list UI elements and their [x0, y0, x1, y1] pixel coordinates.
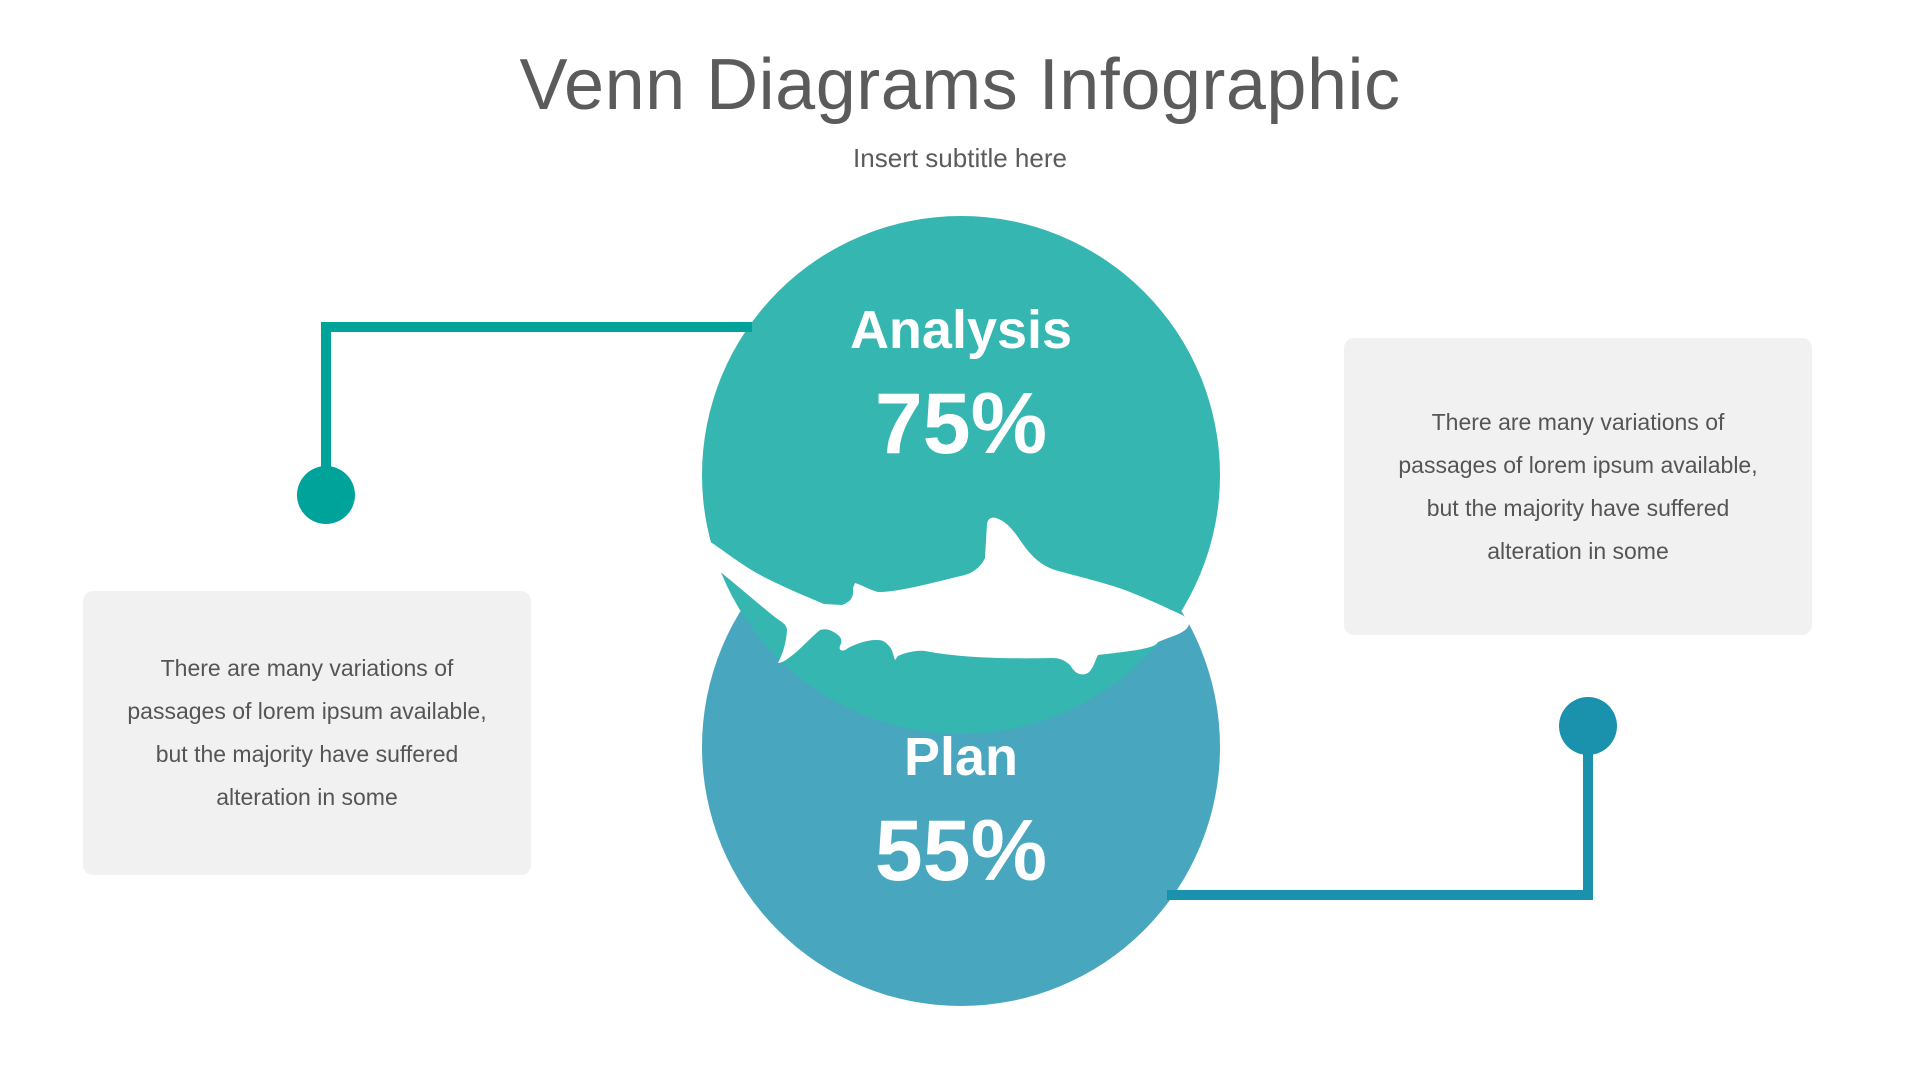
right-info-box: There are many variations of passages of… [1344, 338, 1812, 635]
analysis-label-group: Analysis 75% [761, 300, 1161, 472]
left-info-text: There are many variations of passages of… [127, 655, 487, 810]
analysis-value: 75% [874, 376, 1048, 472]
page-title: Venn Diagrams Infographic [519, 45, 1401, 125]
left-info-box: There are many variations of passages of… [83, 591, 531, 875]
analysis-circle [702, 216, 1220, 734]
left-connector-dot [297, 466, 355, 524]
shark-silhouette-icon [703, 517, 1189, 675]
plan-value: 55% [874, 803, 1048, 899]
right-connector [1167, 697, 1617, 900]
right-info-text: There are many variations of passages of… [1398, 408, 1758, 564]
left-connector [297, 322, 752, 524]
page-subtitle: Insert subtitle here [853, 143, 1067, 173]
plan-label: Plan [903, 727, 1019, 787]
plan-label-group: Plan 55% [761, 727, 1161, 899]
analysis-label: Analysis [849, 300, 1073, 360]
